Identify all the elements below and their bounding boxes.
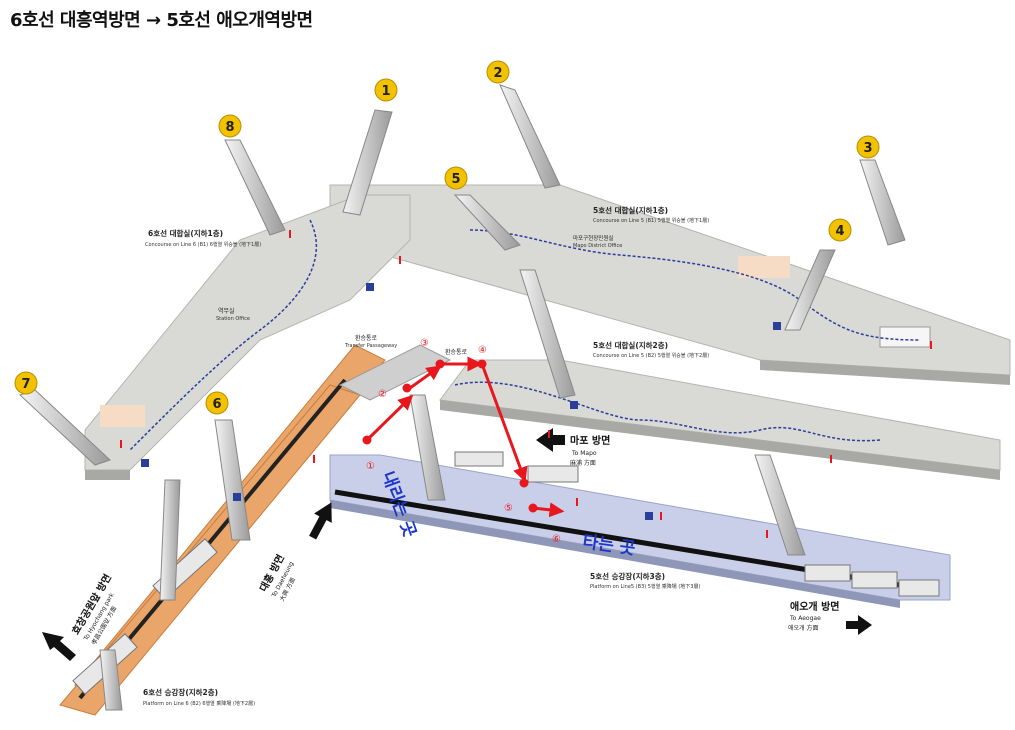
concourse-l6-label-en: Concourse on Line 6 (B1) 6행열 위승볼 (地下1層) xyxy=(145,241,261,248)
step-2-label: ② xyxy=(378,389,387,400)
step-5-label: ⑤ xyxy=(504,503,513,514)
platform-line5 xyxy=(329,451,951,608)
direction-aeogae: 애오개 방면 To Aeogae 애오개 方面 xyxy=(788,600,872,635)
stair-l5-down xyxy=(409,394,446,501)
stair-exit-1 xyxy=(342,109,393,216)
stair-l5-east xyxy=(754,454,806,556)
svg-text:2: 2 xyxy=(493,66,502,81)
markers xyxy=(120,230,932,538)
exit-badges: 1 2 3 4 5 6 7 8 xyxy=(14,60,880,415)
wheelchair-icons xyxy=(141,283,781,520)
transfer-label-en: Transfer Passageway xyxy=(344,343,397,349)
svg-text:6: 6 xyxy=(212,397,221,412)
restroom-l5 xyxy=(738,256,790,278)
transfer-route xyxy=(362,356,565,518)
platform-l6-label: 6호선 승강장(지하2층) xyxy=(143,687,218,697)
station-office-label-en: Station Office xyxy=(216,316,250,322)
stair-exit-8 xyxy=(224,139,286,236)
svg-text:1: 1 xyxy=(381,84,390,99)
direction-daeheung: 대흥 방면 To Daeheung 大興 方面 xyxy=(257,502,332,603)
transfer-ramp xyxy=(338,344,452,401)
concourse-l5-b2-label: 5호선 대합실(지하2층) xyxy=(593,340,668,350)
direction-mapo: 마포 방면 To Mapo 麻浦 方面 xyxy=(536,428,610,467)
stairs xyxy=(19,84,906,711)
exit-badge-6: 6 xyxy=(205,391,229,415)
station-office-label: 역무실 xyxy=(218,307,235,315)
exit-badge-3: 3 xyxy=(856,135,880,159)
transfer-label: 환승통로 xyxy=(355,334,378,342)
svg-text:To Aeogae: To Aeogae xyxy=(789,615,821,622)
transfer2-label: 환승통로 xyxy=(445,348,468,356)
svg-text:애오개 방면: 애오개 방면 xyxy=(790,600,839,613)
concourse-line6-floor xyxy=(84,194,411,480)
stair-exit-2 xyxy=(499,84,561,189)
platform-l6-label-en: Platform on Line 6 (B2) 6행열 乘降場 (地下2層) xyxy=(143,700,255,707)
stair-exit-5 xyxy=(453,194,521,251)
svg-text:8: 8 xyxy=(225,120,234,135)
platform-l5-label-en: Platform on Line5 (B3) 5행열 乘降場 (地下3層) xyxy=(590,583,700,590)
restroom-l6 xyxy=(100,405,145,427)
svg-text:애오개 方面: 애오개 方面 xyxy=(788,624,818,632)
stair-exit-4 xyxy=(784,249,836,331)
concourse-l5-b2-label-en: Concourse on Line 5 (B2) 5행열 위승볼 (地下2層) xyxy=(593,352,709,359)
concourse-l5-b1-label-en: Concourse on Line 5 (B1) 5행열 위승볼 (地下1層) xyxy=(593,217,709,224)
stair-exit-3 xyxy=(859,159,906,246)
stair-l6-b xyxy=(99,649,123,711)
stair-l6-a xyxy=(159,479,181,601)
svg-text:To Mapo: To Mapo xyxy=(571,450,597,457)
exit-badge-2: 2 xyxy=(486,60,510,84)
civil-office-label: 마포구현장민원실 xyxy=(573,234,613,242)
concourse-l6-label: 6호선 대합실(지하1층) xyxy=(148,228,223,238)
exit-badge-1: 1 xyxy=(374,78,398,102)
svg-text:麻浦 方面: 麻浦 方面 xyxy=(570,459,596,467)
svg-text:5: 5 xyxy=(451,172,460,187)
platform-l5-label: 5호선 승강장(지하3층) xyxy=(590,571,665,581)
train-line5 xyxy=(454,451,940,597)
step-1-label: ① xyxy=(366,461,375,472)
step-6-label: ⑥ xyxy=(552,534,561,545)
step-4-label: ④ xyxy=(478,345,487,356)
exit-badge-5: 5 xyxy=(444,166,468,190)
step-3-label: ③ xyxy=(420,338,429,349)
exit-badge-8: 8 xyxy=(218,114,242,138)
civil-office-label-en: Mapo District Office xyxy=(573,243,622,249)
svg-text:3: 3 xyxy=(863,141,872,156)
stair-concourse-link xyxy=(519,269,576,399)
stair-exit-6 xyxy=(214,419,251,541)
svg-text:7: 7 xyxy=(21,377,30,392)
concourse-l5-b1-label: 5호선 대합실(지하1층) xyxy=(593,205,668,215)
exit-badge-7: 7 xyxy=(14,371,38,395)
concourse-line5-b2-floor xyxy=(439,359,1001,480)
page-title: 6호선 대흥역방면 → 5호선 애오개역방면 xyxy=(10,10,313,31)
svg-text:마포 방면: 마포 방면 xyxy=(570,434,610,447)
exit-badge-4: 4 xyxy=(828,218,852,242)
svg-text:4: 4 xyxy=(835,224,844,239)
